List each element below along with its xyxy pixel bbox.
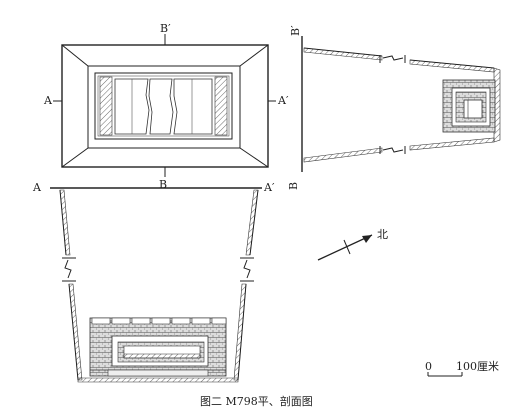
- label-plan-bottom: B: [159, 178, 167, 191]
- section-b-view: B′ B: [287, 25, 501, 190]
- plan-inner-rect: [87, 65, 241, 149]
- plan-view: B′ B A A′: [43, 22, 289, 191]
- section-a-view: A A′: [32, 181, 275, 383]
- plan-chamber: [94, 72, 233, 140]
- label-section-a-right: A′: [263, 181, 275, 194]
- north-arrow-head: [362, 235, 372, 243]
- label-plan-top: B′: [160, 22, 171, 35]
- plan-coffin-plank-right: [173, 78, 213, 135]
- north-arrow: 北: [317, 228, 388, 261]
- north-arrow-shaft: [317, 234, 373, 261]
- plan-outer-rect: [61, 44, 269, 168]
- label-section-b-top: B′: [289, 25, 302, 36]
- plan-coffin-plank-middle: [148, 78, 174, 135]
- label-section-a-left: A: [32, 181, 42, 194]
- north-label: 北: [377, 228, 388, 241]
- scale-zero: 0: [425, 360, 432, 373]
- scale-bar: 0 100厘米: [425, 360, 499, 377]
- figure-caption: 图二 M798平、剖面图: [200, 394, 313, 408]
- label-plan-right: A′: [277, 94, 289, 107]
- label-plan-left: A: [43, 94, 53, 107]
- scale-value: 100厘米: [456, 360, 499, 373]
- plan-coffin-plank-left: [114, 78, 150, 135]
- label-section-b-bottom: B: [287, 182, 300, 190]
